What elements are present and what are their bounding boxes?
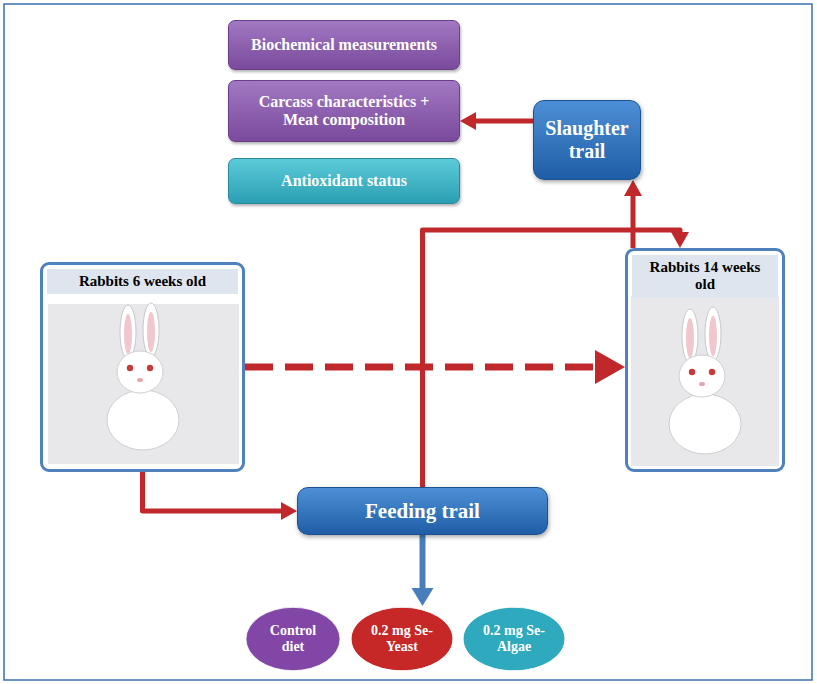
node-label: Control diet — [258, 623, 328, 655]
node-label: Slaughter trail — [541, 117, 633, 163]
panel-heading: Rabbits 6 weeks old — [47, 269, 238, 294]
process-box: Carcass characteristics + Meat compositi… — [228, 80, 460, 142]
treatment-ellipse: 0.2 mg Se-Yeast — [350, 606, 454, 672]
node-label: Carcass characteristics + Meat compositi… — [254, 93, 434, 130]
arrow-line — [143, 472, 283, 511]
process-box: Biochemical measurements — [228, 20, 460, 70]
arrow-head — [412, 588, 434, 606]
treatment-ellipse: 0.2 mg Se-Algae — [462, 606, 566, 672]
arrow-head — [595, 350, 625, 384]
photo-panel: Rabbits 14 weeks old — [625, 248, 785, 472]
treatment-ellipse: Control diet — [245, 606, 341, 672]
rabbit-photo — [48, 303, 239, 464]
flow-arrow — [143, 472, 298, 520]
process-box: Feeding trail — [297, 487, 548, 535]
panel-heading: Rabbits 14 weeks old — [632, 255, 778, 298]
node-label: Biochemical measurements — [251, 36, 437, 54]
arrow-head — [624, 180, 642, 196]
frame — [4, 4, 812, 680]
flow-arrow — [245, 350, 625, 384]
arrow-head — [460, 112, 476, 130]
process-box: Slaughter trail — [533, 100, 641, 180]
process-box: Antioxidant status — [228, 158, 460, 204]
node-label: 0.2 mg Se-Algae — [475, 623, 553, 655]
node-label: Antioxidant status — [281, 172, 407, 190]
node-label: 0.2 mg Se-Yeast — [363, 623, 441, 655]
node-label: Feeding trail — [365, 499, 480, 523]
photo-panel: Rabbits 6 weeks old — [40, 262, 245, 472]
flow-arrow — [412, 535, 434, 606]
flow-arrow — [460, 112, 533, 130]
arrow-line — [475, 119, 533, 124]
flow-arrow — [624, 180, 642, 248]
rabbit-photo — [631, 296, 779, 466]
arrow-head — [281, 502, 297, 520]
arrow-line — [631, 195, 636, 248]
arrow-line — [420, 535, 426, 589]
arrow-head — [671, 232, 689, 248]
